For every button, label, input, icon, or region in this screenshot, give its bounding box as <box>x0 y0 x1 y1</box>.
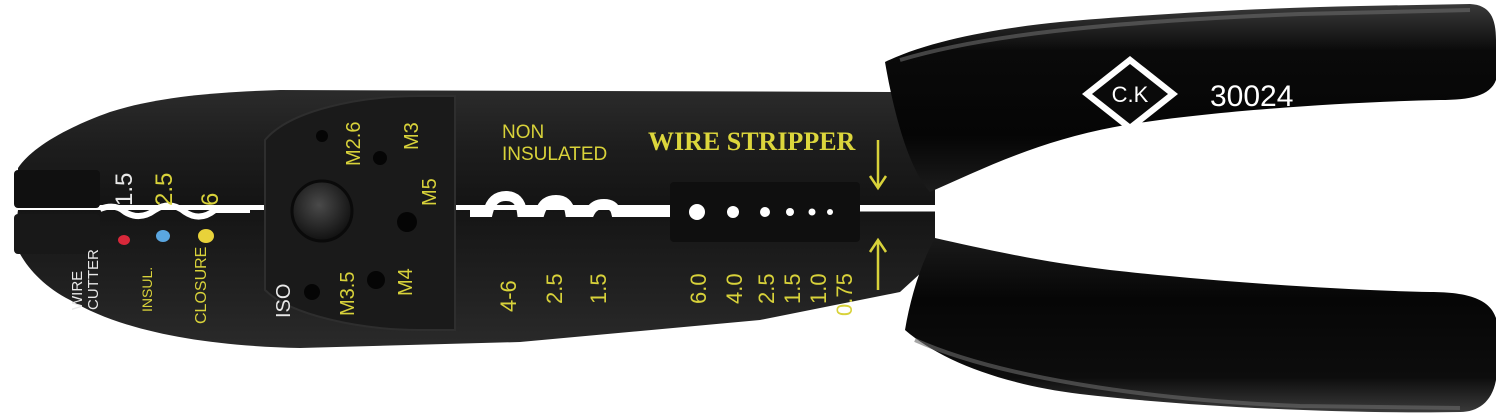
stripper-size-2: 4.0 <box>722 273 747 304</box>
upper-grip-highlight <box>899 8 1471 62</box>
screw-label-m4: M4 <box>395 268 417 296</box>
screw-label-m5: M5 <box>419 178 441 206</box>
stripper-size-3: 2.5 <box>754 273 779 304</box>
pivot-rivet <box>290 179 354 243</box>
hole-m5 <box>397 212 417 232</box>
crimp-size-3: 6 <box>197 193 224 206</box>
non-insulated-crimp-profile <box>470 190 680 217</box>
blue-dot <box>156 230 170 242</box>
jaw-tip-upper <box>14 170 100 208</box>
stripper-size-4: 1.5 <box>780 273 805 304</box>
hole-m4 <box>367 271 385 289</box>
stripper-size-6: 0.75 <box>832 273 857 316</box>
ck-logo: C.K <box>1082 56 1178 132</box>
upper-grip <box>885 4 1496 192</box>
non-insulated-label-2: INSULATED <box>502 144 607 165</box>
screw-label-m3: M3 <box>401 122 423 150</box>
model-number: 30024 <box>1210 80 1293 113</box>
non-insulated-size-3: 1.5 <box>586 273 611 304</box>
wire-cutter-label: WIRECUTTER <box>69 249 102 310</box>
lower-grip-highlight <box>914 338 1461 410</box>
screw-label-m3-5: M3.5 <box>337 272 359 316</box>
crimp-die-plate <box>264 95 456 331</box>
wire-stripper-title: WIRE STRIPPER <box>648 127 856 156</box>
screw-label-iso: ISO <box>273 284 295 318</box>
insul-label: INSUL. <box>139 267 155 312</box>
crimp-size-2: 2.5 <box>151 173 178 206</box>
screw-cutter-holes <box>304 130 417 300</box>
insulated-color-dots <box>118 229 214 245</box>
stripper-size-1: 6.0 <box>686 273 711 304</box>
non-insulated-size-2: 2.5 <box>542 273 567 304</box>
hole-m2-6 <box>316 130 328 142</box>
stripper-size-5: 1.0 <box>806 273 831 304</box>
non-insulated-size-1: 4-6 <box>496 280 521 312</box>
jaw-tip-lower <box>14 214 100 254</box>
upper-jaw <box>18 90 935 205</box>
closure-label: CLOSURE <box>193 247 210 324</box>
crimp-size-1: 1.5 <box>111 173 138 206</box>
up-arrow-icon <box>868 237 888 290</box>
stripper-holes <box>689 204 833 220</box>
screw-label-m2-6: M2.6 <box>343 122 365 166</box>
red-dot <box>118 235 130 245</box>
down-arrow-icon <box>868 140 888 191</box>
lower-jaw <box>14 210 935 348</box>
non-insulated-label-1: NON <box>502 122 544 143</box>
crimp-profile <box>98 202 250 220</box>
hole-m3 <box>373 151 387 165</box>
hole-m3-5 <box>304 284 320 300</box>
lower-grip <box>905 238 1496 413</box>
logo-text: C.K <box>1112 82 1149 107</box>
yellow-dot <box>198 229 214 243</box>
